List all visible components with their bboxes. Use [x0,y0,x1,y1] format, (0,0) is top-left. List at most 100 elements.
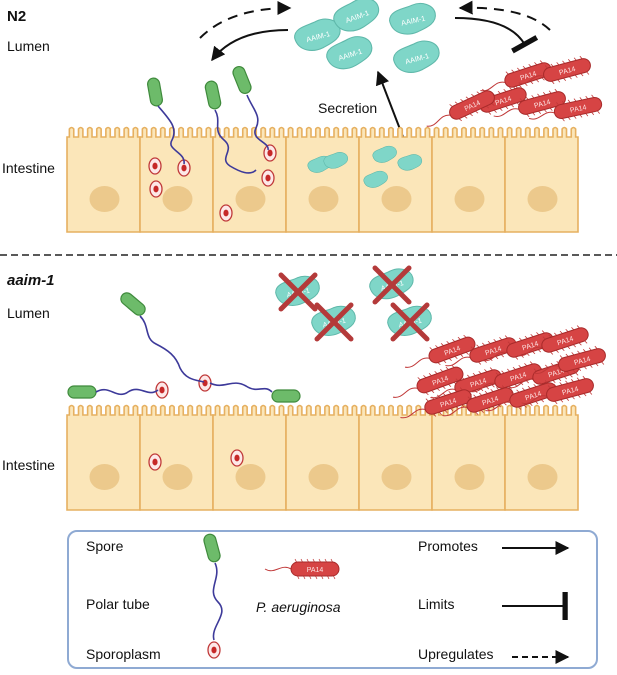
bacterium-label: PA14 [573,356,591,367]
bacterium-flagellum [521,395,547,404]
legend-upregulates-label: Upregulates [418,646,494,662]
aaim1-top-cell [363,170,388,188]
bacterium-flagellum [470,382,496,393]
sporoplasm-nucleus [223,209,229,217]
sporoplasm-nucleus [159,386,165,394]
bacterium-body [543,58,591,82]
aaim1-top-cell [397,154,423,171]
bacterium-flagellum [445,356,471,367]
bacterium-label: PA14 [561,386,579,397]
bacterium-label: PA14 [556,336,574,348]
aaim1-top-lumen: AAIM-1 [393,40,440,73]
bottom-cell-body [285,404,360,511]
aaim1-top-cell [323,152,348,169]
polar-tube-top [214,109,257,174]
bottom-cell-body [66,404,141,511]
bacterium-label: PA14 [481,396,499,408]
top-cell-nucleus [89,186,120,212]
top-cell [66,126,141,233]
pa14-top: PA14 [426,88,495,127]
legend-arrows [502,541,570,664]
bacterium-flagellum [517,346,543,357]
spore-top [147,77,163,107]
bottom-cell [431,404,506,511]
bottom-cell [358,404,433,511]
bacterium-flagellum [508,378,534,389]
bottom-cell-nucleus [527,464,558,490]
top-cell [285,126,360,233]
bacterium-flagellum [533,365,559,374]
absence-cross [390,302,430,342]
sporoplasm-bottom-lumen [198,374,212,392]
bacterium-label: PA14 [533,99,551,110]
top-cell-nucleus [454,186,485,212]
top-cell-body [285,126,360,233]
cross-stroke [372,265,412,305]
spore-shell [147,77,163,107]
bacterium-flagellum [400,408,426,419]
legend-promotes-label: Promotes [418,538,478,554]
bottom-cell [285,404,360,511]
bacterium-label: PA14 [469,378,487,390]
bottom-cell [212,404,287,511]
bacterium-body [546,378,594,402]
protein-body [372,145,397,163]
pa14-bottom: PA14 [392,364,464,398]
protein-body [333,0,380,32]
bacterium-flagellum [404,357,430,368]
aaim1-top-lumen: AAIM-1 [326,36,373,70]
bacterium-body [449,90,495,120]
sporoplasm-nucleus [153,185,159,193]
top-cell-body [139,126,214,233]
sporoplasm-nucleus [267,149,273,157]
bacterium-flagellum [480,81,506,92]
sporoplasm-nucleus [202,379,208,387]
spore-shell [120,292,146,316]
bacterium-label: PA14 [521,341,539,353]
legend-spore [203,533,221,563]
legend-spore-label: Spore [86,538,124,554]
bottom-cell-nucleus [235,464,266,490]
protein-body [323,152,348,169]
bacterium-flagellum [426,114,451,127]
legend-species-label: P. aeruginosa [256,599,341,615]
bottom-cell [66,404,141,511]
protein-body [326,36,373,70]
top-cell-body [431,126,506,233]
aaim1-top-lumen: AAIM-1 [389,2,436,35]
bacterium-flagellum [264,566,292,572]
sporoplasm-nucleus [211,646,217,654]
polar-tube-bottom [139,315,205,383]
bottom-cell-nucleus [162,464,193,490]
polar-tube-top [246,94,269,151]
promotes-arrow-to-spores [211,29,289,62]
upregulates-arrow-left [199,1,292,39]
spore-shell [203,533,221,563]
protein-body [389,2,436,35]
cross-stroke [314,302,354,342]
upregulates-arrow-right [458,0,551,31]
bacterium-body [553,96,603,120]
pa14-bottom: PA14 [482,330,554,362]
sporoplasm-nucleus [152,162,158,170]
polar-tube-top [157,105,185,165]
bacterium-flagellum [442,406,468,417]
sporoplasm-bottom [230,449,244,467]
legend-sporoplasm-label: Sporoplasm [86,646,161,662]
top-cell-nucleus [235,186,266,212]
legend-pa14: PA14 [264,558,340,580]
spore-bottom [67,385,97,399]
bacterium-label: PA14 [494,96,512,108]
protein-body [397,154,423,171]
spore-shell [67,385,97,399]
polar-tube-bottom [95,388,159,396]
bacterium-flagellum [485,401,511,412]
bacterium-body [541,327,589,353]
bacterium-label: PA14 [569,104,587,114]
spore-shell [204,80,222,110]
bacterium-body [466,387,514,413]
top-cell [504,126,579,233]
pa14-top: PA14 [518,55,591,85]
